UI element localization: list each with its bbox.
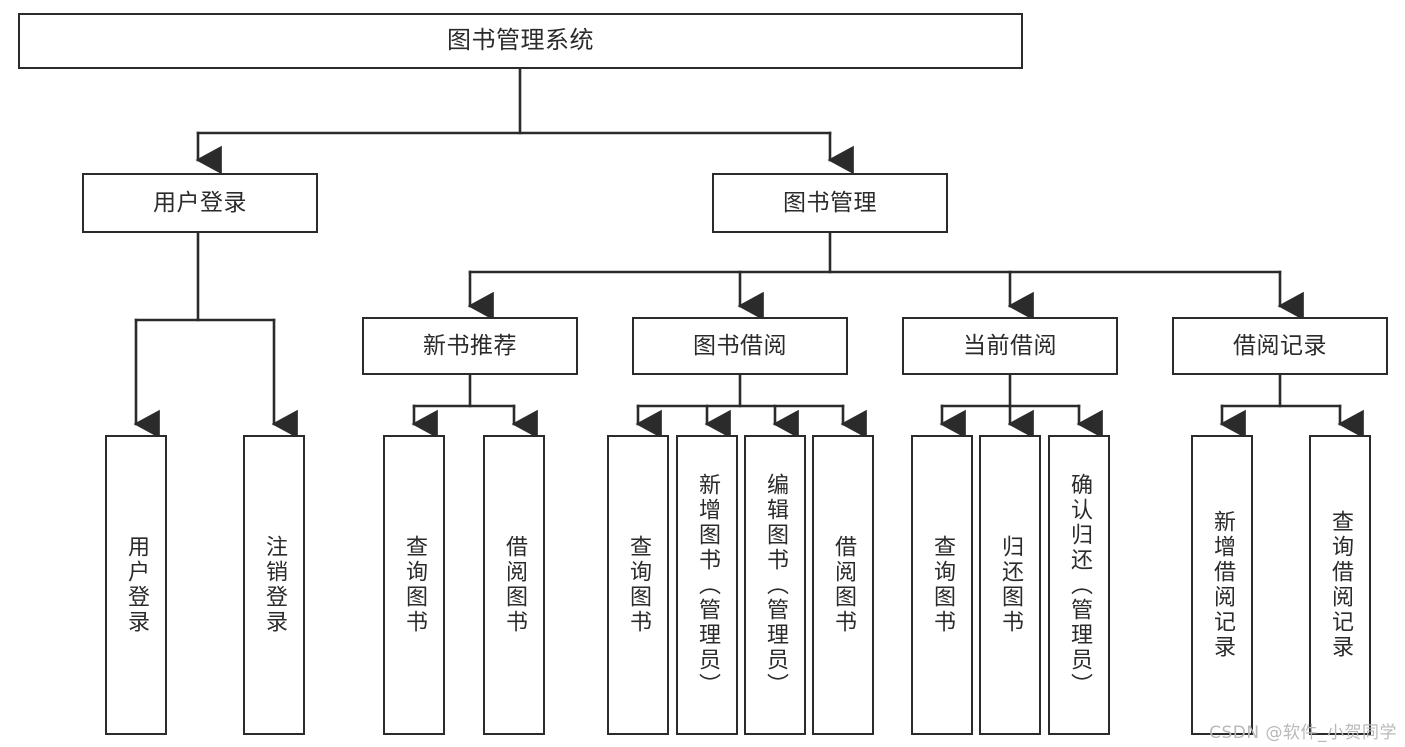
leaf-record-add-record[interactable]: 新增借阅记录: [1191, 435, 1253, 735]
node-label: 编辑图书（管理员）: [763, 472, 788, 698]
leaf-current-confirm-return-admin[interactable]: 确认归还（管理员）: [1048, 435, 1110, 735]
node-label: 用户登录: [124, 535, 149, 635]
leaf-recommend-query-book[interactable]: 查询图书: [383, 435, 445, 735]
leaf-record-query-record[interactable]: 查询借阅记录: [1309, 435, 1371, 735]
leaf-borrow-query-book[interactable]: 查询图书: [607, 435, 669, 735]
node-user-login[interactable]: 用户登录: [82, 173, 318, 233]
node-label: 归还图书: [998, 535, 1023, 635]
leaf-borrow-edit-book-admin[interactable]: 编辑图书（管理员）: [744, 435, 806, 735]
leaf-recommend-borrow-book[interactable]: 借阅图书: [483, 435, 545, 735]
node-label: 图书管理系统: [447, 26, 594, 55]
node-label: 查询借阅记录: [1328, 510, 1353, 660]
node-root-system[interactable]: 图书管理系统: [18, 13, 1023, 69]
node-label: 图书借阅: [693, 332, 787, 359]
leaf-user-login-logout[interactable]: 注销登录: [243, 435, 305, 735]
leaf-user-login-login[interactable]: 用户登录: [105, 435, 167, 735]
leaf-borrow-borrow-book[interactable]: 借阅图书: [812, 435, 874, 735]
node-label: 借阅记录: [1233, 332, 1327, 359]
node-label: 新增图书（管理员）: [695, 472, 720, 698]
node-label: 新书推荐: [423, 332, 517, 359]
node-label: 当前借阅: [963, 332, 1057, 359]
node-book-management[interactable]: 图书管理: [712, 173, 948, 233]
node-label: 注销登录: [262, 535, 287, 635]
node-label: 查询图书: [626, 535, 651, 635]
node-borrow-record[interactable]: 借阅记录: [1172, 317, 1388, 375]
leaf-current-query-book[interactable]: 查询图书: [911, 435, 973, 735]
node-current-borrow[interactable]: 当前借阅: [902, 317, 1118, 375]
node-new-book-recommend[interactable]: 新书推荐: [362, 317, 578, 375]
node-book-borrow[interactable]: 图书借阅: [632, 317, 848, 375]
node-label: 用户登录: [153, 189, 247, 216]
node-label: 借阅图书: [831, 535, 856, 635]
node-label: 借阅图书: [502, 535, 527, 635]
node-label: 查询图书: [402, 535, 427, 635]
watermark-text: CSDN @软件_小贺同学: [1209, 723, 1397, 743]
leaf-borrow-add-book-admin[interactable]: 新增图书（管理员）: [676, 435, 738, 735]
node-label: 查询图书: [930, 535, 955, 635]
node-label: 图书管理: [783, 189, 877, 216]
node-label: 新增借阅记录: [1210, 510, 1235, 660]
leaf-current-return-book[interactable]: 归还图书: [979, 435, 1041, 735]
node-label: 确认归还（管理员）: [1067, 472, 1092, 698]
